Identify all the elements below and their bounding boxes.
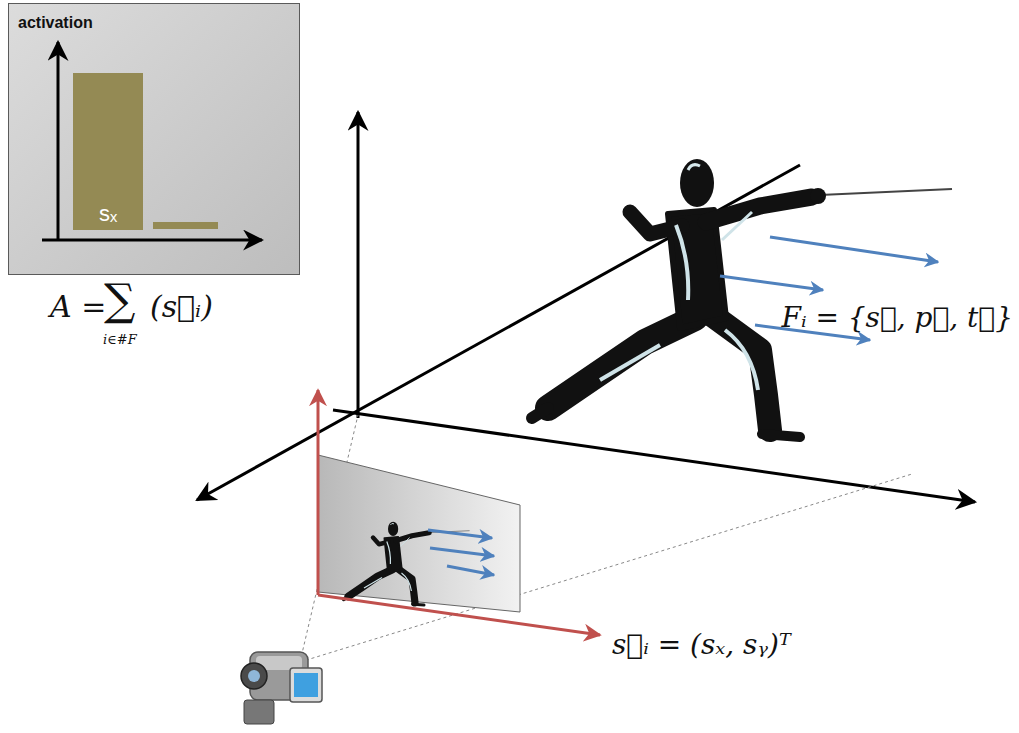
node-label: activation bbox=[18, 14, 93, 32]
sum-symbol: ∑ bbox=[104, 276, 135, 324]
front-foot bbox=[762, 434, 800, 437]
body-highlight bbox=[600, 345, 660, 380]
camera-icon bbox=[241, 652, 322, 724]
formula-text: (s⃗ᵢ) bbox=[150, 290, 213, 323]
panel-ground bbox=[8, 3, 300, 275]
camera-lens bbox=[241, 663, 267, 689]
back-arm bbox=[630, 212, 682, 234]
formula-text: A = bbox=[50, 290, 106, 323]
image-axis bbox=[317, 390, 320, 595]
sword-arm bbox=[706, 197, 812, 222]
projected-motion-arrow bbox=[428, 530, 492, 538]
camera-lens-glass bbox=[248, 670, 260, 682]
image-axis bbox=[318, 595, 600, 635]
front-leg bbox=[712, 315, 770, 430]
projected-motion-arrow bbox=[430, 548, 494, 556]
feature-formula: Fᵢ = {s⃗, p⃗, t⃗} bbox=[781, 303, 1013, 334]
back-foot bbox=[532, 408, 548, 418]
sword-guard bbox=[810, 188, 826, 204]
image-plane bbox=[318, 455, 520, 612]
body-highlight bbox=[676, 225, 688, 300]
small-bar bbox=[153, 222, 218, 229]
image-vector-formula: s⃗ᵢ = (sₓ, sᵧ)ᵀ bbox=[612, 630, 791, 661]
fencing-mask bbox=[680, 159, 714, 207]
camera-grip bbox=[244, 700, 274, 724]
sum-index: i∈#F bbox=[103, 333, 137, 347]
node-label: sₓ bbox=[73, 201, 143, 227]
body-highlight bbox=[725, 330, 758, 390]
activation-bar: sₓ bbox=[73, 73, 143, 230]
projected-motion-arrow bbox=[447, 566, 494, 575]
torso bbox=[668, 210, 726, 328]
back-leg bbox=[548, 318, 695, 408]
camera-screen bbox=[294, 673, 318, 697]
sword bbox=[820, 189, 952, 195]
mask-highlight bbox=[688, 165, 700, 170]
chart-x-axis bbox=[42, 239, 262, 242]
activation-panel: activation sₓ bbox=[8, 3, 300, 275]
motion-arrow bbox=[720, 276, 823, 290]
body-highlight bbox=[722, 212, 752, 240]
camera-screen-frame bbox=[290, 668, 322, 702]
chart-y-axis bbox=[57, 42, 60, 240]
world-axis bbox=[357, 112, 360, 418]
motion-arrow bbox=[770, 237, 938, 262]
fencer-figure bbox=[532, 159, 952, 437]
